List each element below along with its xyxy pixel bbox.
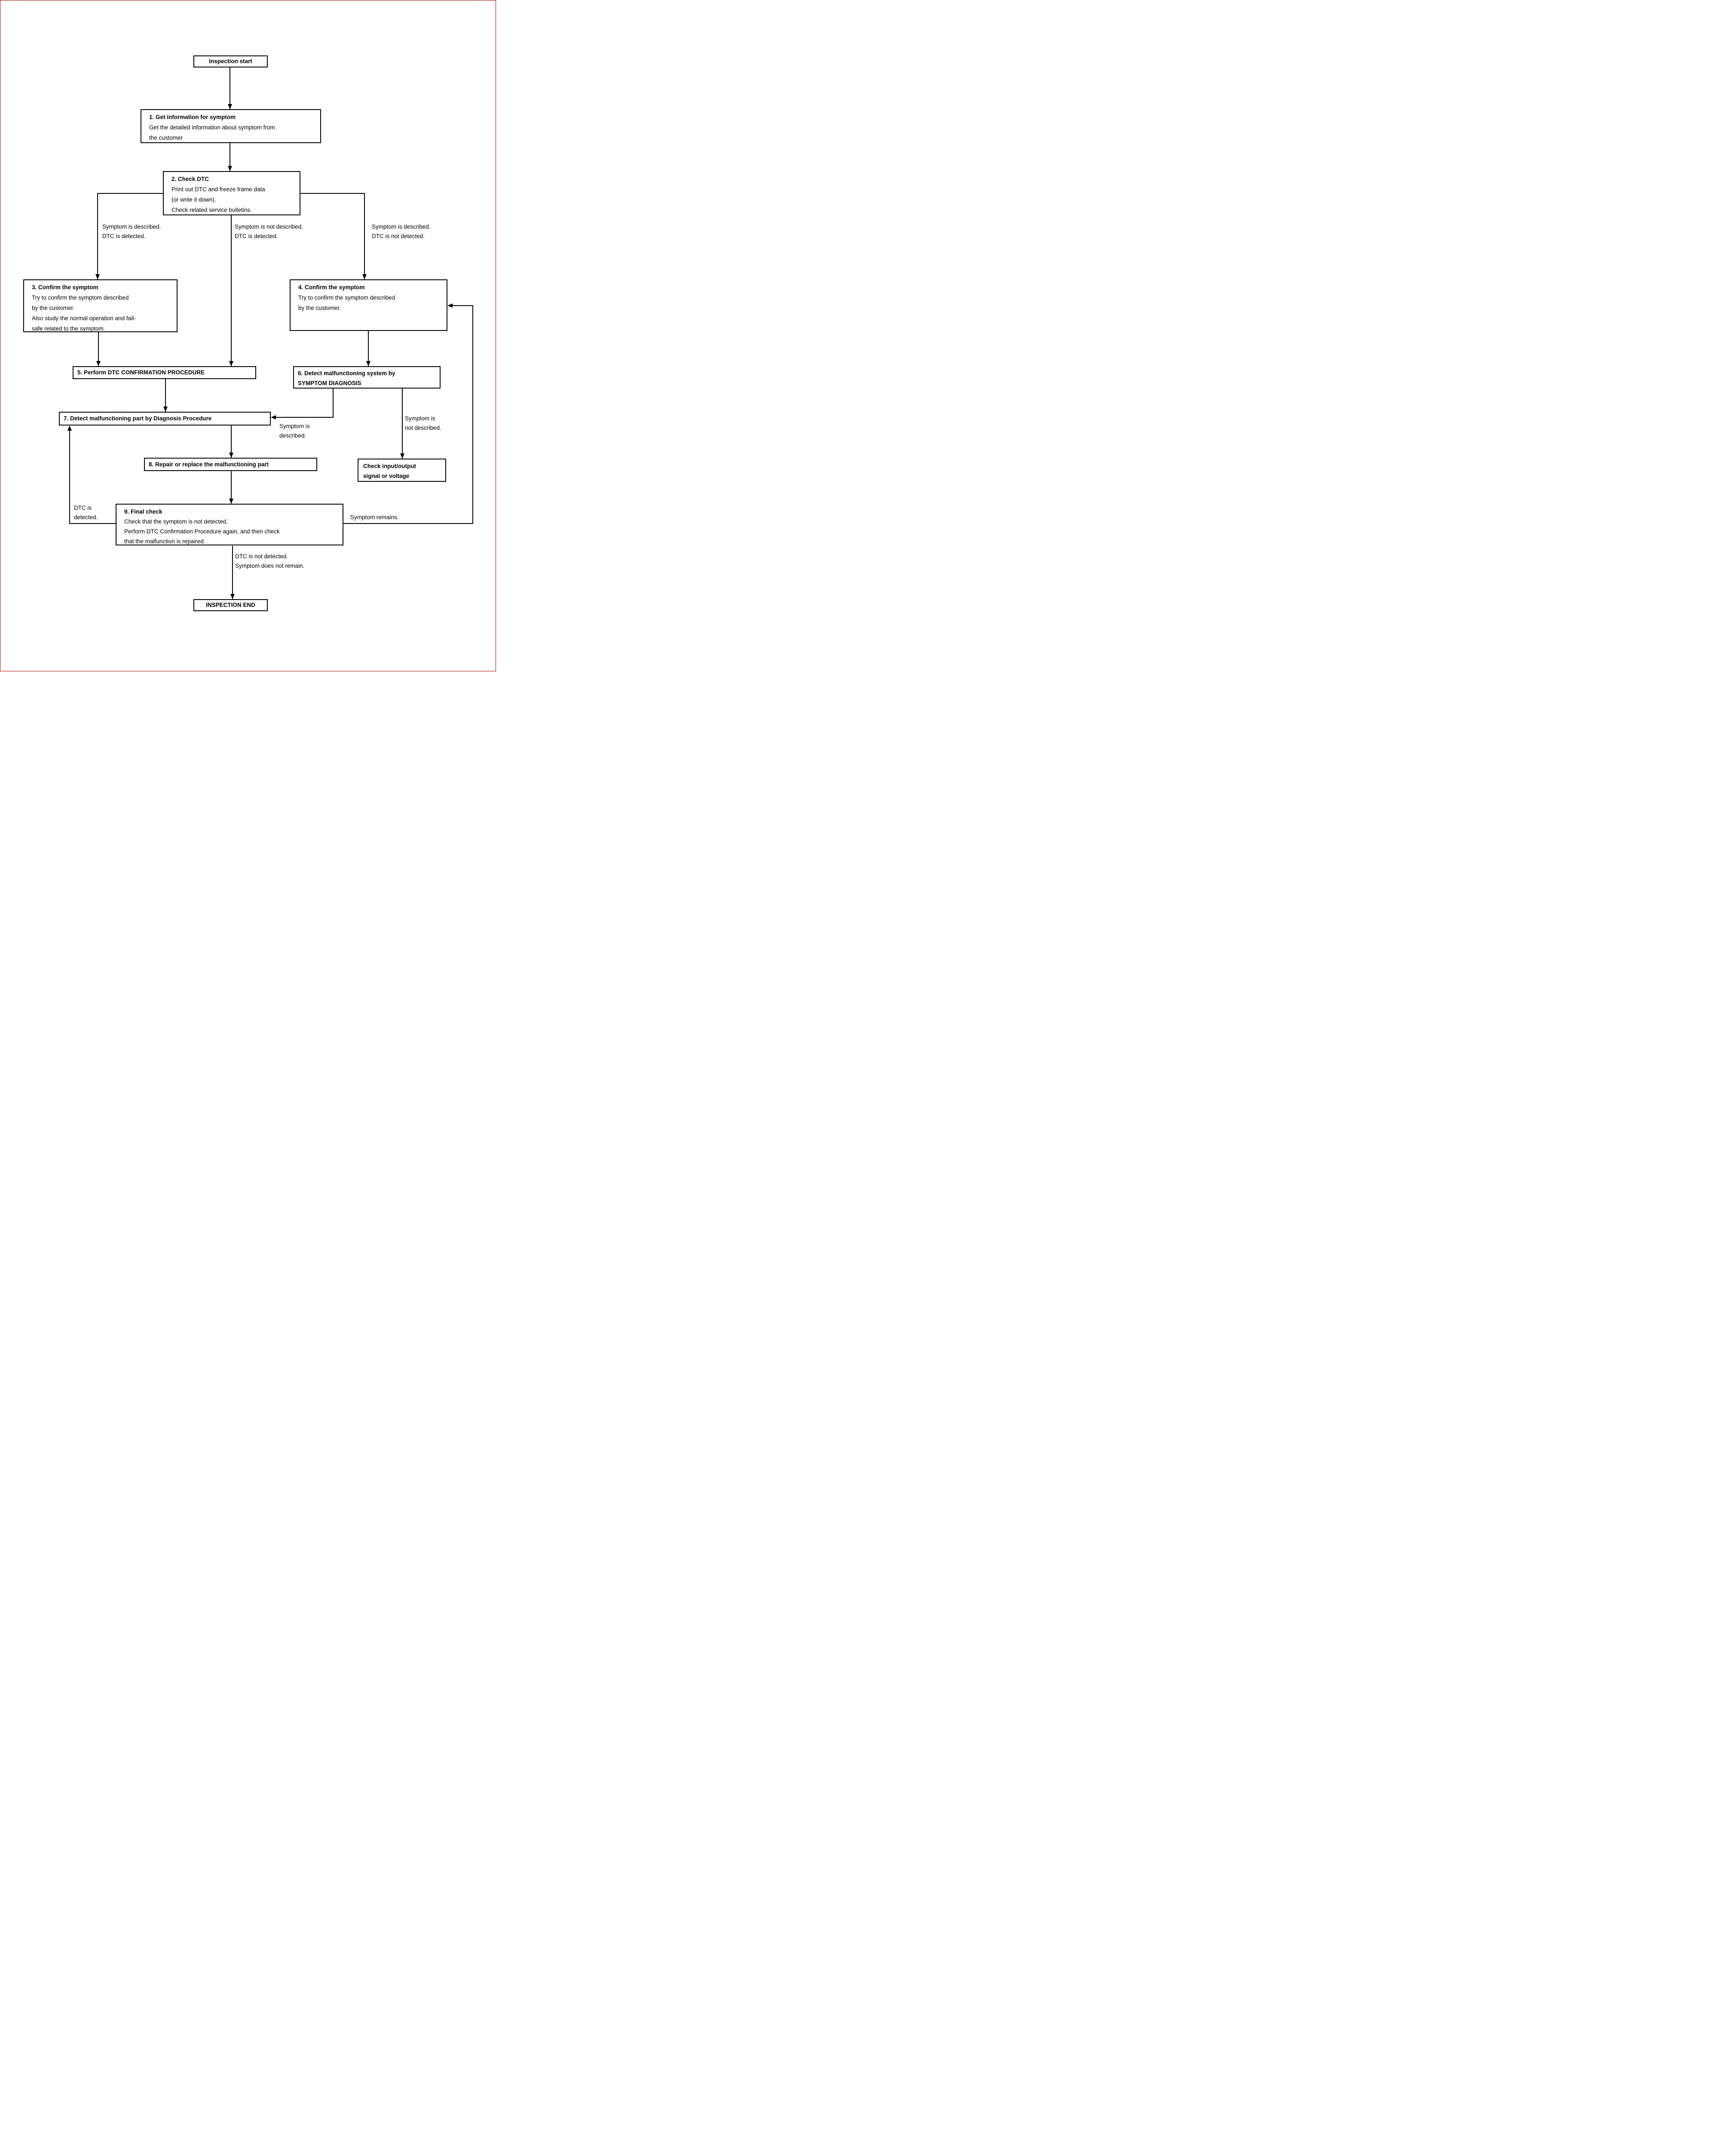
node-body-line: by the customer. (298, 305, 341, 311)
edge-label-line: detected. (74, 514, 98, 520)
node-body-line: (or write it down). (171, 196, 216, 203)
arrowhead-into-step4 (362, 274, 367, 279)
edge-label-dtc-detected: DTC is detected. (74, 503, 98, 522)
node-title: signal or voltage (363, 473, 410, 479)
node-body-line: that the malfunction is repaired. (124, 538, 205, 545)
edge-label-line: DTC is detected. (102, 233, 146, 239)
node-check-io-signal: Check input/output signal or voltage (358, 459, 446, 482)
edge-step6-to-step7 (275, 417, 334, 418)
edge-step6-left-vertical (333, 389, 334, 418)
node-step3-confirm-symptom: 3. Confirm the symptom Try to confirm th… (23, 279, 178, 332)
node-title: 2. Check DTC (171, 176, 209, 182)
edge-label-line: DTC is (74, 505, 92, 511)
edge-step2-to-step5 (231, 215, 232, 366)
node-body-line: by the customer. (32, 305, 75, 311)
edge-loop-dtc-horizontal (70, 523, 116, 524)
arrowhead-into-step1 (228, 104, 232, 109)
edge-label-line: Symptom is described. (372, 223, 431, 230)
arrowhead-into-step9 (229, 499, 233, 504)
arrowhead-into-step4-right (447, 303, 453, 308)
edge-step4-to-step6 (368, 331, 369, 366)
node-body-line: Get the detailed information about sympt… (149, 124, 275, 131)
arrowhead-into-step6 (366, 361, 370, 366)
edge-step2-left-horizontal (98, 193, 163, 194)
edge-step2-to-step4 (364, 193, 365, 279)
edge-label-line: described. (279, 432, 306, 439)
edge-step3-to-step5 (98, 332, 99, 366)
node-body-line: Try to confirm the symptom described (298, 294, 395, 301)
arrowhead-into-step7-right (271, 415, 276, 419)
edge-label-line: Symptom is (405, 415, 435, 422)
edge-label-line: Symptom is (279, 423, 310, 429)
node-step8-repair-replace: 8. Repair or replace the malfunctioning … (144, 458, 317, 471)
arrowhead-into-step5-middle (229, 361, 233, 366)
node-body-line: safe related to the symptom. (32, 325, 105, 332)
edge-loop-symptom-horizontal-top (451, 305, 473, 306)
arrowhead-into-step5-left (96, 361, 101, 366)
node-inspection-start: Inspection start (193, 55, 268, 67)
edge-label-line: DTC is not detected. (372, 233, 425, 239)
edge-label-line: Symptom is described. (102, 223, 161, 230)
node-title: 3. Confirm the symptom (32, 284, 98, 291)
edge-step2-right-horizontal (300, 193, 364, 194)
node-step5-dtc-confirmation: 5. Perform DTC CONFIRMATION PROCEDURE (73, 366, 256, 379)
edge-label-line: DTC is detected. (235, 233, 278, 239)
edge-label-middle-branch: Symptom is not described. DTC is detecte… (235, 222, 303, 241)
node-title: SYMPTOM DIAGNOSIS (298, 380, 361, 386)
edge-label-right-branch: Symptom is described. DTC is not detecte… (372, 222, 431, 241)
node-step9-final-check: 9. Final check Check that the symptom is… (116, 504, 343, 545)
edge-label-line: not described. (405, 425, 441, 431)
edge-loop-symptom-vertical (472, 305, 473, 524)
edge-label-end-condition: DTC is not detected. Symptom does not re… (235, 552, 304, 571)
arrowhead-into-end (230, 594, 235, 599)
edge-label-symptom-described: Symptom is described. (279, 422, 310, 441)
node-body-line: Try to confirm the symptom described (32, 294, 129, 301)
arrowhead-into-step7-top (163, 407, 168, 412)
edge-label-symptom-not-described: Symptom is not described. (405, 414, 441, 433)
edge-step6-to-check-io (402, 389, 403, 459)
node-body-line: Also study the normal operation and fail… (32, 315, 136, 321)
node-step4-confirm-symptom: 4. Confirm the symptom Try to confirm th… (290, 279, 447, 331)
arrowhead-into-step2 (228, 166, 232, 171)
arrowhead-into-step8 (229, 453, 233, 458)
node-title: 4. Confirm the symptom (298, 284, 365, 291)
arrowhead-into-check-io (400, 453, 404, 459)
edge-label-symptom-remains: Symptom remains. (350, 513, 399, 522)
node-body-line: the customer (149, 135, 183, 141)
edge-step7-to-step8 (231, 426, 232, 458)
edge-label-line: DTC is not detected. (235, 553, 288, 560)
edge-label-line: Symptom is not described. (235, 223, 303, 230)
node-title: 9. Final check (124, 508, 162, 515)
edge-label-line: Symptom remains. (350, 514, 399, 520)
edge-step9-to-end (232, 546, 233, 599)
arrowhead-into-step7-bottom (67, 426, 72, 431)
node-step7-detect-part: 7. Detect malfunctioning part by Diagnos… (59, 412, 271, 426)
node-step6-symptom-diagnosis: 6. Detect malfunctioning system by SYMPT… (293, 366, 441, 389)
edge-step2-to-step3 (97, 193, 98, 279)
node-title: 6. Detect malfunctioning system by (298, 370, 395, 377)
edge-label-left-branch: Symptom is described. DTC is detected. (102, 222, 161, 241)
edge-loop-symptom-horizontal-bottom (343, 523, 473, 524)
node-body-line: Print out DTC and freeze frame data (171, 186, 265, 193)
node-body-line: Check that the symptom is not detected. (124, 518, 228, 525)
edge-loop-dtc-vertical (69, 429, 70, 524)
node-inspection-end: INSPECTION END (193, 599, 268, 611)
node-body-line: Perform DTC Confirmation Procedure again… (124, 528, 280, 535)
node-title: Check input/output (363, 463, 416, 469)
edge-step8-to-step9 (231, 471, 232, 504)
node-title: 1. Get information for symptom (149, 114, 236, 120)
arrowhead-into-step3 (95, 274, 100, 279)
edge-step5-to-step7 (165, 379, 166, 412)
node-step2-check-dtc: 2. Check DTC Print out DTC and freeze fr… (163, 171, 300, 215)
edge-label-line: Symptom does not remain. (235, 563, 305, 569)
flowchart: Inspection start 1. Get information for … (0, 0, 496, 671)
node-body-line: Check related service bulletins. (171, 207, 252, 213)
node-step1-get-information: 1. Get information for symptom Get the d… (141, 109, 321, 143)
